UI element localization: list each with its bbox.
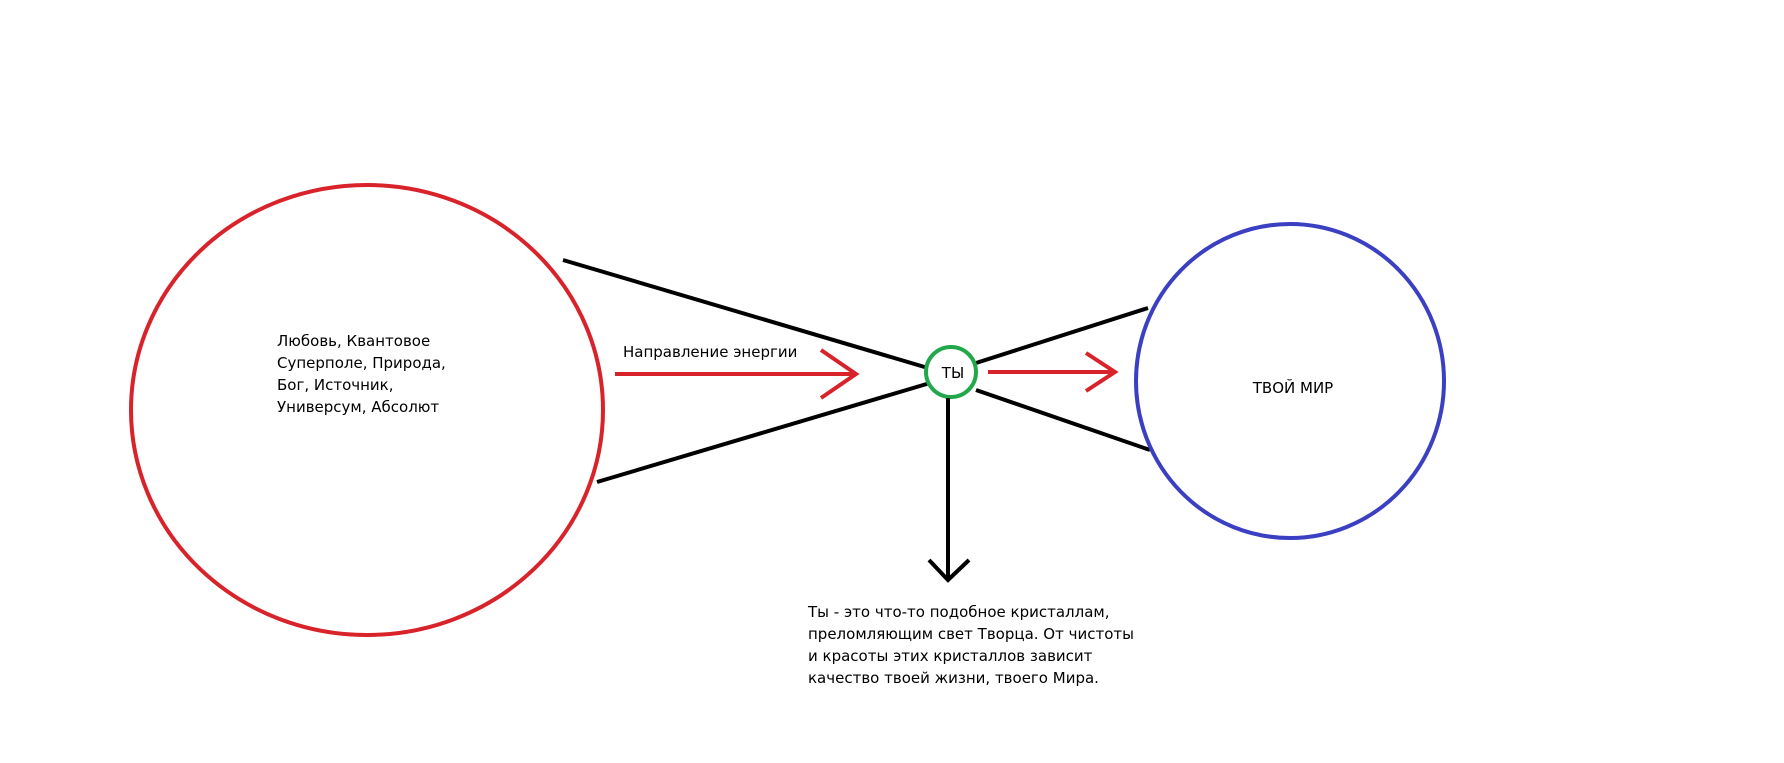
upper-cone-line-right: [975, 306, 1149, 365]
lower-cone-line-right: [975, 388, 1151, 452]
caption-text: Ты - это что-то подобное кристаллам, пре…: [808, 603, 1134, 687]
energy-arrow-left: [615, 348, 860, 400]
down-arrow: [927, 398, 971, 583]
you-circle: [924, 345, 978, 399]
you-label: ТЫ: [941, 364, 965, 382]
energy-direction-label: Направление энергии: [623, 343, 798, 361]
source-circle: [129, 183, 605, 637]
source-text: Любовь, Квантовое Суперполе, Природа, Бо…: [277, 332, 446, 416]
world-circle: [1134, 222, 1446, 540]
world-label: ТВОЙ МИР: [1252, 379, 1334, 397]
energy-arrow-right: [988, 351, 1119, 393]
upper-cone-line-left: [562, 258, 929, 370]
lower-cone-line-left: [596, 381, 931, 484]
